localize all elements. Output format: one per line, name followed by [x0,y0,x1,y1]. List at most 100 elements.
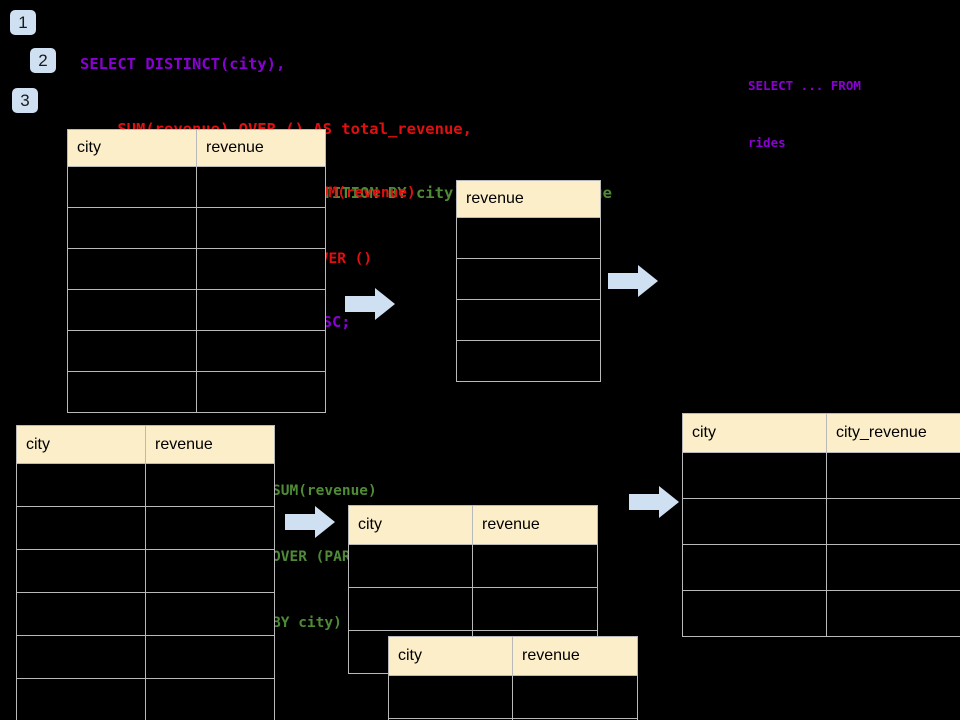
table-row [456,340,601,382]
table-row [16,592,275,636]
table-row [456,217,601,259]
column-header-city: city [388,636,513,676]
table-cell [16,592,146,636]
table-cell [145,678,275,720]
arrow-rides-to-partition [285,506,335,543]
table-cell [16,635,146,679]
arrow-rides-to-total [345,288,395,325]
table-cell [145,549,275,593]
side-note-line-1: SELECT ... FROM [748,78,861,93]
side-note-select-from: SELECT ... FROM rides [748,38,861,190]
arrow-partition-to-result [629,486,679,523]
annotation-city-revenue: SUM(revenue) OVER (PARTITION BY city) [272,436,403,678]
table-row [682,544,960,591]
table-cell [196,371,326,413]
table-cell [472,544,598,588]
table-cell [826,452,960,499]
table-cell [196,207,326,249]
table-cell [826,590,960,637]
table-cell [456,258,601,300]
table-row [67,248,326,290]
table-row [456,299,601,341]
table-row [682,452,960,499]
table-row [67,207,326,249]
table-cell [196,166,326,208]
table-cell [67,330,197,372]
column-header-city: city [67,129,197,167]
table-row [16,506,275,550]
arrow-total-to-result [608,265,658,302]
column-header-revenue: revenue [472,505,598,545]
table-cell [348,587,473,631]
table-cell [67,207,197,249]
column-header-revenue: revenue [512,636,638,676]
table-cell [456,340,601,382]
annotation-total-revenue-line-2: OVER () [311,251,373,267]
total-revenue-table: revenue [456,180,601,382]
table-header-row: city revenue [348,505,598,545]
rides-table-top: city revenue [67,129,326,413]
table-row [16,678,275,720]
table-row [456,258,601,300]
table-row [67,166,326,208]
sql-line-1: SELECT DISTINCT(city), [80,55,286,73]
table-cell [67,289,197,331]
annotation-total-revenue-line-1: SUM(revenue) [311,185,416,201]
table-cell [682,590,827,637]
table-row [67,289,326,331]
column-header-revenue: revenue [196,129,326,167]
table-cell [682,452,827,499]
result-table: city city_revenue [682,413,960,637]
table-cell [67,248,197,290]
table-row [67,371,326,413]
table-header-row: city revenue [388,636,638,676]
table-row [16,549,275,593]
annotation-city-revenue-line-1: SUM(revenue) [272,483,377,499]
table-cell [145,506,275,550]
table-cell [16,506,146,550]
table-row [388,675,638,719]
table-cell [16,678,146,720]
column-header-city-revenue: city_revenue [826,413,960,453]
table-row [682,498,960,545]
annotation-city-revenue-line-3: BY city) [272,615,342,631]
step-badge-2: 2 [30,48,56,73]
step-badge-1: 1 [10,10,36,35]
partition-table-front: city revenue [388,636,638,720]
table-header-row: revenue [456,180,601,218]
table-header-row: city city_revenue [682,413,960,453]
table-cell [512,718,638,720]
table-cell [682,544,827,591]
table-cell [196,330,326,372]
table-cell [348,544,473,588]
column-header-city: city [16,425,146,464]
table-row [348,587,598,631]
table-cell [826,498,960,545]
table-cell [145,592,275,636]
table-row [16,635,275,679]
column-header-city: city [348,505,473,545]
table-cell [16,463,146,507]
table-cell [456,299,601,341]
table-cell [196,289,326,331]
side-note-line-2: rides [748,135,786,150]
table-cell [472,587,598,631]
table-row [388,718,638,720]
table-cell [196,248,326,290]
column-header-revenue: revenue [145,425,275,464]
table-header-row: city revenue [67,129,326,167]
table-row [16,463,275,507]
rides-table-bottom: city revenue [16,425,275,720]
table-cell [512,675,638,719]
table-row [67,330,326,372]
table-cell [67,166,197,208]
column-header-revenue: revenue [456,180,601,218]
table-row [348,544,598,588]
table-cell [145,635,275,679]
table-cell [16,549,146,593]
table-cell [682,498,827,545]
table-cell [388,675,513,719]
table-cell [67,371,197,413]
column-header-city: city [682,413,827,453]
